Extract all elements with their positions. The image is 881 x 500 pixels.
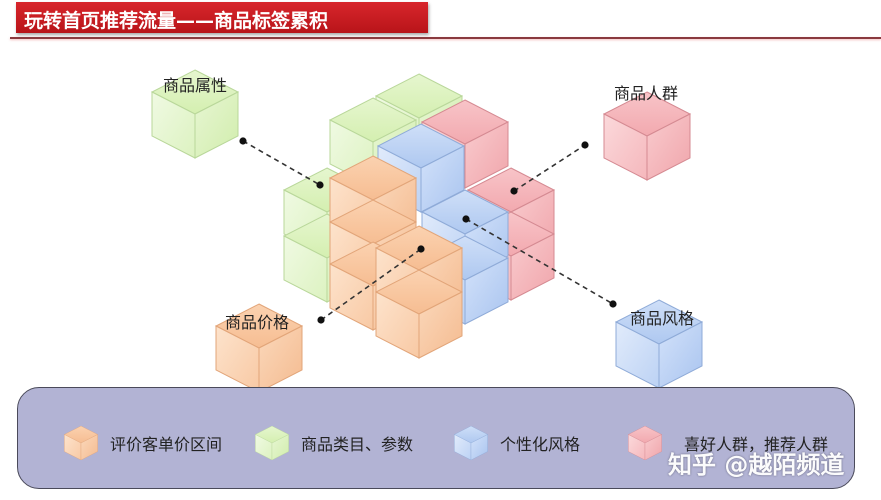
title-banner: 玩转首页推荐流量——商品标签累积 <box>16 2 428 33</box>
legend-item-price: 评价客单价区间 <box>64 426 222 460</box>
title-divider <box>10 37 881 39</box>
cube-cluster <box>283 73 555 359</box>
green-cube-icon <box>255 426 289 460</box>
callout-price-label: 商品价格 <box>225 313 290 332</box>
blue-cube-icon <box>454 426 488 460</box>
connector-lines <box>242 140 614 321</box>
callout-crowd-label: 商品人群 <box>614 84 679 103</box>
legend-item-crowd: 喜好人群，推荐人群 <box>628 426 828 460</box>
legend-label: 个性化风格 <box>500 435 581 454</box>
connector-dots <box>239 137 617 324</box>
red-cube-icon <box>628 426 662 460</box>
watermark: 知乎 @越陌频道 <box>668 451 845 479</box>
orange-cube-icon <box>64 426 98 460</box>
callout-style-label: 商品风格 <box>630 309 695 328</box>
legend-label: 商品类目、参数 <box>301 435 414 454</box>
page-title: 玩转首页推荐流量——商品标签累积 <box>24 10 329 32</box>
legend-panel: 评价客单价区间 商品类目、参数 个性化风格 喜好人群，推荐人群 <box>17 387 855 489</box>
legend-item-style: 个性化风格 <box>454 426 580 460</box>
crowd-cube <box>603 91 691 181</box>
legend-item-category: 商品类目、参数 <box>255 426 413 460</box>
callout-attribute-label: 商品属性 <box>163 76 228 95</box>
legend-label: 评价客单价区间 <box>110 435 223 454</box>
legend-label: 喜好人群，推荐人群 <box>684 435 829 454</box>
